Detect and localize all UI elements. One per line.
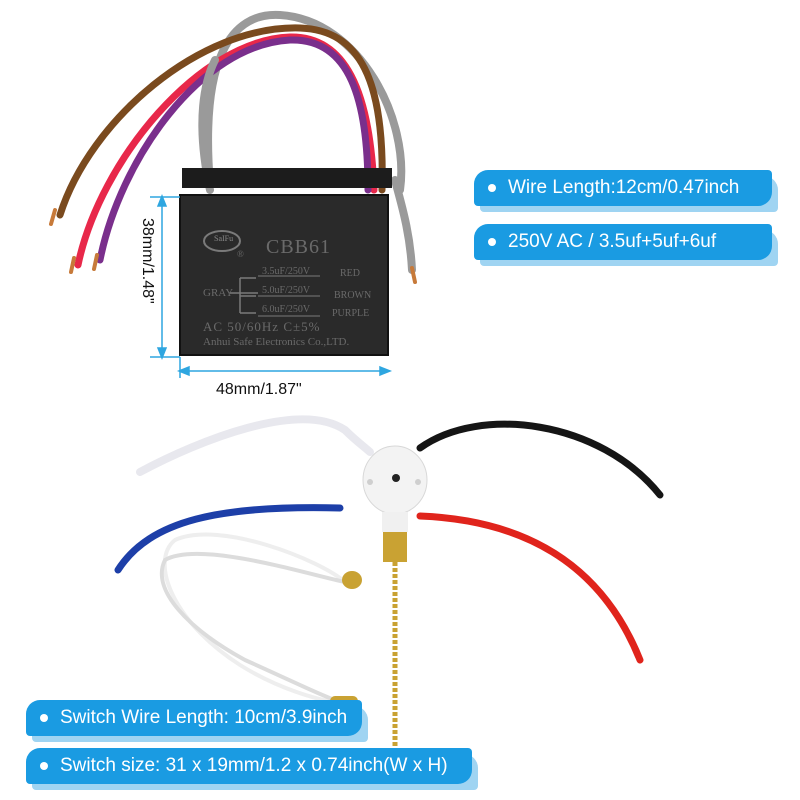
switch-wires <box>114 415 664 664</box>
brand-logo <box>203 230 241 252</box>
rating-1: 3.5uF/250V <box>262 266 311 277</box>
wire-purple <box>96 36 372 264</box>
spec-label-text: Wire Length:12cm/0.47inch <box>508 177 740 198</box>
spec-switch-size: Switch size: 31 x 19mm/1.2 x 0.74inch(W … <box>26 748 478 790</box>
brand-logo-text: SaIFu <box>214 234 234 243</box>
common-wire-label: GRAY <box>203 287 234 299</box>
spec-label-text: 250V AC / 3.5uf+5uf+6uf <box>508 231 717 252</box>
pull-chain-switch <box>362 445 428 760</box>
rating-2: 5.0uF/250V <box>262 285 311 296</box>
capacitor-wires <box>49 10 417 284</box>
height-dimension-label: 38mm/1.48" <box>139 218 156 304</box>
registered-mark: ® <box>237 249 244 259</box>
rating-3-wire: PURPLE <box>332 308 370 319</box>
capacitor-body <box>179 168 392 356</box>
rating-1-wire: RED <box>340 268 360 279</box>
capacitor-manufacturer: Anhui Safe Electronics Co.,LTD. <box>203 336 350 348</box>
bullet-icon <box>488 184 496 192</box>
brass-nut <box>383 532 407 562</box>
switch-wire-black <box>416 420 664 499</box>
spec-label-text: Switch Wire Length: 10cm/3.9inch <box>60 707 348 728</box>
rating-2-wire: BROWN <box>334 290 372 301</box>
cord-brass-cap <box>342 571 362 589</box>
dimension-arrows <box>150 193 393 378</box>
spec-label-text: Switch size: 31 x 19mm/1.2 x 0.74inch(W … <box>60 755 448 776</box>
bullet-icon <box>40 714 48 722</box>
spec-switch-wire-length: Switch Wire Length: 10cm/3.9inch <box>26 700 368 742</box>
pull-cord <box>159 532 362 708</box>
wire-brown <box>56 24 386 219</box>
capacitor-model: CBB61 <box>266 236 332 258</box>
width-dimension-label: 48mm/1.87" <box>216 381 302 398</box>
bullet-icon <box>488 238 496 246</box>
wire-gray-right <box>391 176 416 274</box>
capacitor-wiring-diagram <box>230 277 258 314</box>
switch-wire-red <box>416 512 644 664</box>
wire-gray-front <box>198 56 219 194</box>
switch-wire-blue <box>114 504 344 574</box>
bullet-icon <box>40 762 48 770</box>
wire-gray-back <box>204 10 406 194</box>
capacitor-spec-line: AC 50/60Hz C±5% <box>203 319 321 334</box>
rating-3: 6.0uF/250V <box>262 304 311 315</box>
spec-voltage-capacitance: 250V AC / 3.5uf+5uf+6uf <box>474 224 778 266</box>
switch-wire-white <box>136 415 374 476</box>
spec-wire-length: Wire Length:12cm/0.47inch <box>474 170 778 212</box>
